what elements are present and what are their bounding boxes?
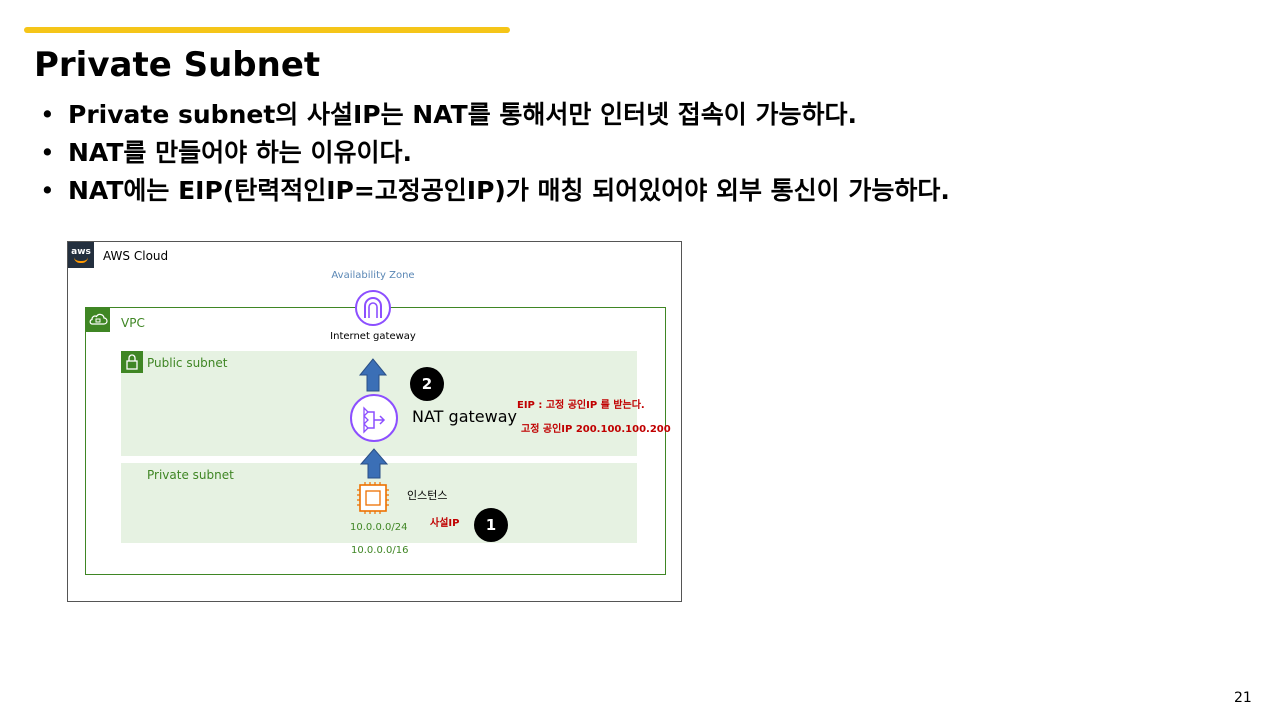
vpc-label: VPC	[121, 316, 145, 330]
diagram-icons-layer	[350, 290, 398, 514]
internet-gateway-label: Internet gateway	[330, 331, 416, 342]
eip-address: 고정 공인IP 200.100.100.200	[521, 424, 671, 435]
bullet-dot: •	[40, 176, 55, 205]
aws-smile-mark	[74, 257, 88, 263]
bullet-item: • NAT에는 EIP(탄력적인IP=고정공인IP)가 매칭 되어있어야 외부 통…	[40, 172, 950, 210]
private-ip-label: 사설IP	[430, 518, 460, 529]
aws-logo-text: aws	[71, 247, 91, 257]
ec2-instance-icon	[357, 482, 389, 514]
bullet-text: Private subnet의 사설IP는 NAT를 통해서만 인터넷 접속이 …	[68, 100, 858, 129]
private-subnet-cidr: 10.0.0.0/24	[350, 522, 408, 533]
bullet-text: NAT에는 EIP(탄력적인IP=고정공인IP)가 매칭 되어있어야 외부 통신…	[68, 176, 950, 205]
instance-label: 인스턴스	[407, 489, 448, 502]
step-badge-2: 2	[410, 367, 444, 401]
aws-cloud-diagram: aws AWS Cloud Availability Zone VPC Publ…	[67, 241, 682, 602]
upload-arrow-icon	[358, 358, 388, 392]
vpc-cidr: 10.0.0.0/16	[351, 545, 409, 556]
slide-title: Private Subnet	[34, 45, 321, 85]
bullet-dot: •	[40, 100, 55, 129]
eip-note: EIP : 고정 공인IP 를 받는다.	[517, 400, 645, 411]
page-number: 21	[1234, 690, 1252, 706]
bullet-list: • Private subnet의 사설IP는 NAT를 통해서만 인터넷 접속이…	[40, 96, 950, 210]
availability-zone-label: Availability Zone	[331, 270, 415, 281]
nat-gateway-label: NAT gateway	[412, 407, 517, 426]
aws-logo-icon: aws	[68, 242, 94, 268]
internet-gateway-icon	[355, 290, 391, 326]
bullet-item: • NAT를 만들어야 하는 이유이다.	[40, 134, 950, 172]
aws-cloud-label: AWS Cloud	[103, 249, 169, 263]
accent-bar	[24, 27, 510, 33]
bullet-text: NAT를 만들어야 하는 이유이다.	[68, 138, 412, 167]
public-subnet-label: Public subnet	[147, 356, 228, 370]
bullet-item: • Private subnet의 사설IP는 NAT를 통해서만 인터넷 접속이…	[40, 96, 950, 134]
nat-gateway-icon	[350, 394, 398, 442]
step-badge-1: 1	[474, 508, 508, 542]
subnet-lock-icon	[121, 351, 143, 373]
bullet-dot: •	[40, 138, 55, 167]
private-subnet-label: Private subnet	[147, 468, 234, 482]
upload-arrow-icon	[359, 448, 389, 479]
vpc-cloud-icon	[86, 308, 110, 332]
